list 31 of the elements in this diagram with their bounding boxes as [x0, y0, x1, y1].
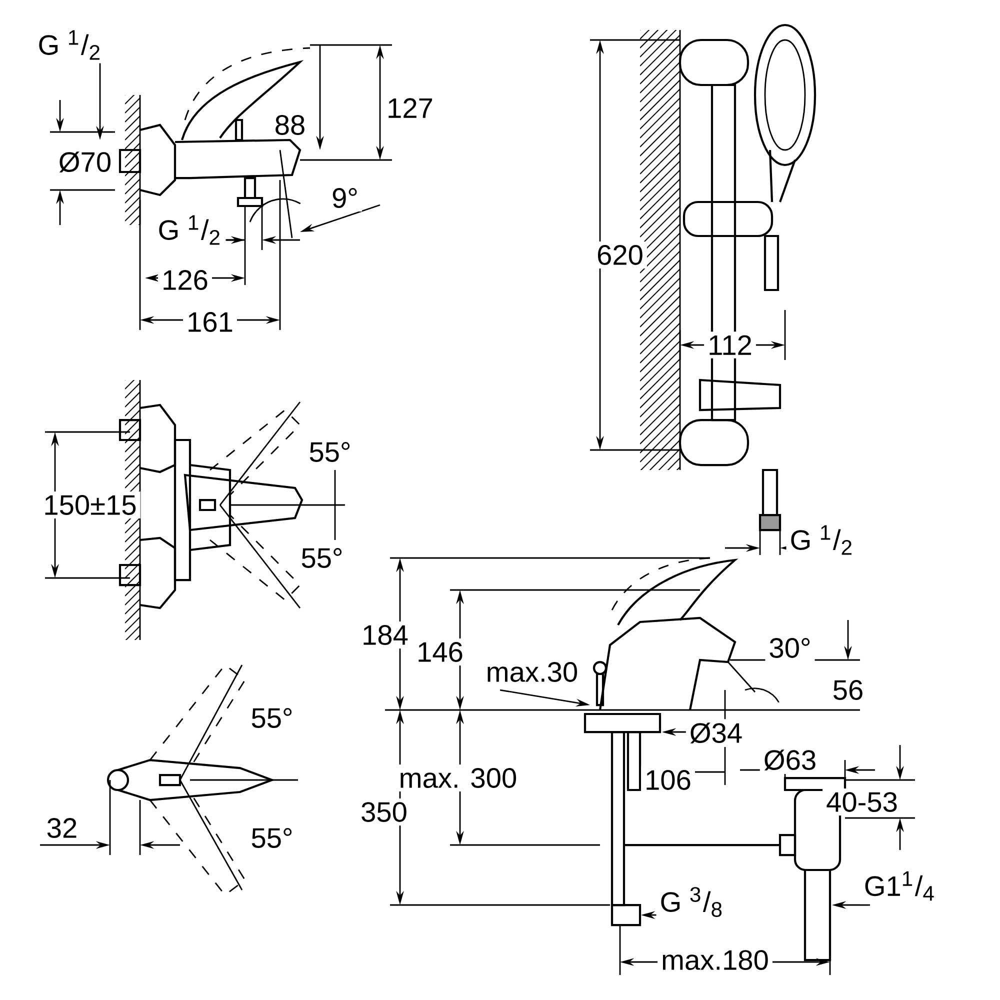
dimension-label: G $^{1}$/$_{2}$: [154, 212, 226, 248]
dimension-label: Ø70: [54, 148, 116, 176]
dimension-label: 55°: [247, 824, 297, 852]
dimension-label: 56: [828, 676, 868, 704]
dimension-label: G $^{1}$/$_{2}$: [786, 522, 858, 558]
dimension-label: 88: [270, 112, 310, 138]
dimension-label: 184: [358, 622, 412, 648]
dimension-label: 9°: [328, 184, 362, 212]
dimension-label: max.180: [658, 946, 772, 974]
dimension-label: 40-53: [822, 788, 902, 816]
dimension-label: G $^{1}$/$_{2}$: [34, 26, 106, 64]
dimension-label: Ø63: [760, 746, 820, 774]
dimension-label: G1$^{1}$/$_{4}$: [860, 868, 940, 904]
dimension-label: 161: [183, 308, 237, 336]
dimension-label: 55°: [247, 704, 297, 732]
dimension-label: 620: [593, 242, 647, 268]
dimension-label: 127: [383, 94, 437, 122]
dimension-label: Ø34: [686, 719, 746, 747]
dimension-label: 146: [413, 638, 467, 666]
dimension-label: 55°: [305, 438, 355, 466]
dimension-label: G $^{3}$/$_{8}$: [656, 884, 728, 920]
dimension-label: 112: [704, 332, 756, 358]
dimension-label: 30°: [765, 634, 815, 662]
dimension-label: 106: [641, 766, 695, 794]
dimension-label: max. 300: [395, 764, 521, 792]
dimension-label: 150±15: [40, 492, 140, 518]
dimension-label: 350: [357, 798, 411, 826]
dimension-label: 55°: [297, 544, 347, 572]
dimension-label: 126: [158, 266, 212, 294]
dimension-label: 32: [42, 814, 82, 842]
dimension-label: max.30: [482, 658, 582, 686]
